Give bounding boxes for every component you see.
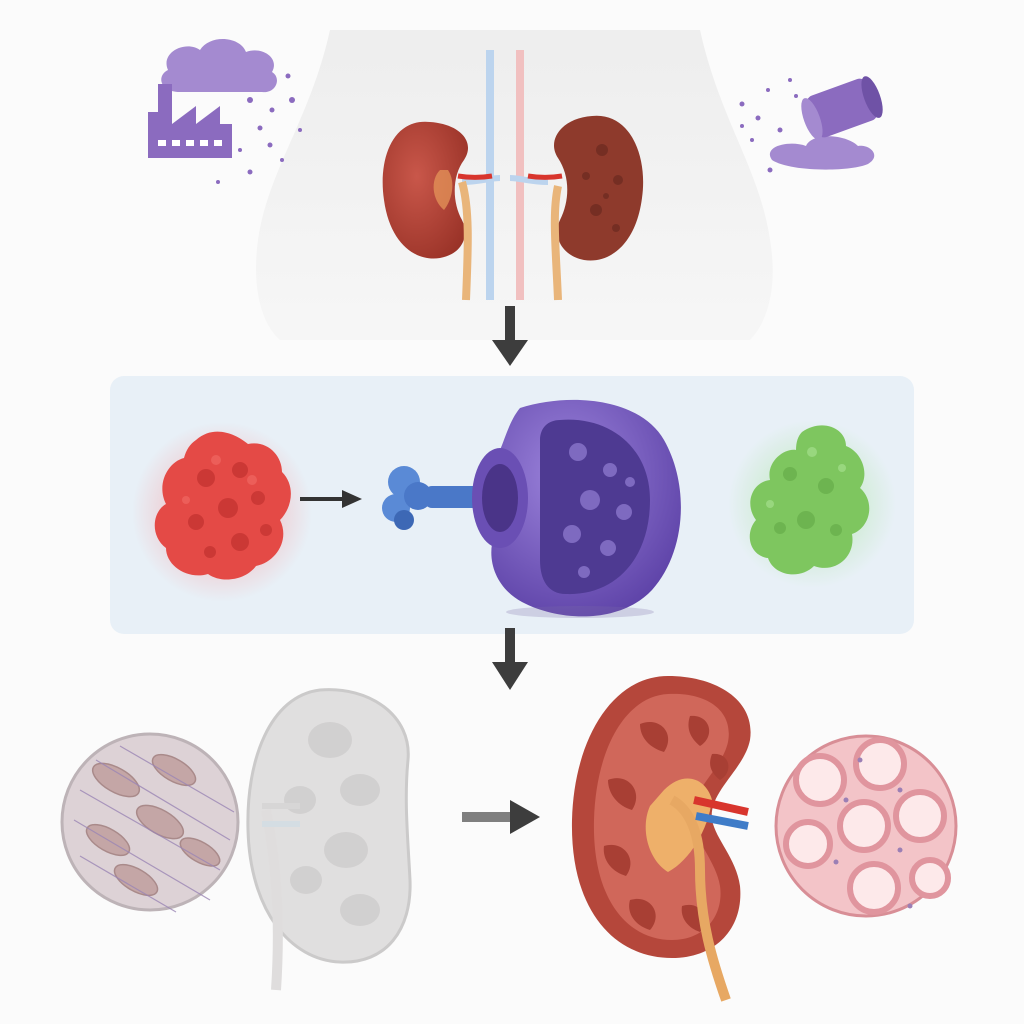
stage-mechanism xyxy=(110,376,914,634)
down-arrow-icon xyxy=(492,306,528,366)
kidney-right xyxy=(527,115,644,301)
fibrotic-tissue-circle xyxy=(60,732,240,913)
stage-outcome xyxy=(60,676,958,1002)
ureter xyxy=(669,795,731,1002)
smoke-cloud-icon xyxy=(161,38,277,93)
factory-icon xyxy=(148,38,302,184)
torso-silhouette xyxy=(256,30,773,340)
stage-exposure xyxy=(148,30,883,340)
spilled-barrel-icon xyxy=(739,76,883,173)
receptor-protein xyxy=(472,399,681,618)
right-arrow-icon xyxy=(462,800,540,834)
neutralized-blob xyxy=(728,420,896,588)
toxin-blob xyxy=(132,422,312,602)
kidney-damaged-faded xyxy=(246,688,412,991)
right-arrow-icon xyxy=(300,490,362,508)
artery xyxy=(516,50,524,300)
kidney-healthy xyxy=(571,676,751,1002)
ureter-left xyxy=(458,180,472,301)
ureter-right xyxy=(550,185,562,301)
healthy-tissue-circle xyxy=(774,734,958,918)
down-arrow-icon xyxy=(492,628,528,690)
kidney-left xyxy=(382,121,493,301)
